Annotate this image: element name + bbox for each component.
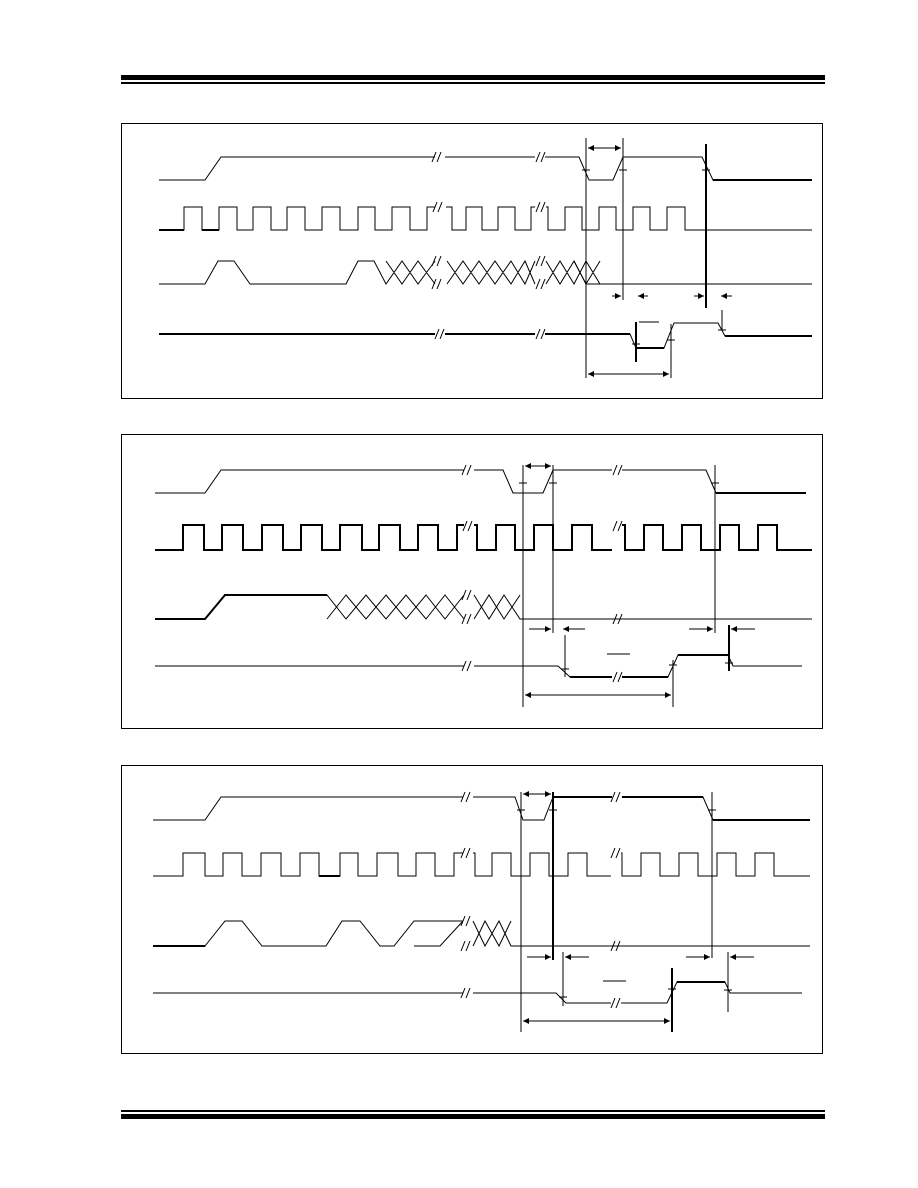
break-icon [610,847,621,859]
break-icon [535,201,546,213]
arrowhead [588,145,594,151]
signal-3-data [155,594,812,620]
arrowhead [545,463,551,469]
signal-1-waveform [153,796,810,821]
arrowhead [698,293,704,299]
signal-3-data-thick [155,594,327,620]
arrowhead [525,463,531,469]
signal-3-data [153,919,810,948]
footer-rule-thick [121,1114,825,1119]
signal-4-thick [159,333,812,349]
arrowhead [731,626,737,632]
break-icon [460,791,471,803]
footer-rule-thin [121,1110,825,1112]
timing-diagram-1 [121,123,823,399]
signal-4-output [159,322,812,349]
break-icon [612,464,623,476]
break-icon [535,255,546,267]
arrowhead [615,293,621,299]
arrowhead [665,692,671,698]
signal-3-data [159,259,812,286]
arrowhead [721,293,727,299]
break-icon [461,464,472,476]
break-icon [460,940,471,952]
break-icon [461,660,472,672]
break-icon [460,987,471,999]
timing-diagram-3 [121,765,823,1054]
signal-1-waveform [155,469,806,494]
arrowhead [565,954,571,960]
break-icon [460,915,471,927]
break-icon [612,520,623,532]
break-icon [535,151,546,163]
arrowhead [730,954,736,960]
arrowhead [563,626,569,632]
timing-diagram-2 [121,434,823,729]
signal-4-output [153,981,802,1004]
signal-4-thick [570,654,728,678]
break-icon [612,671,623,683]
arrowhead [638,293,644,299]
arrowhead [663,371,669,377]
arrowhead [523,791,529,797]
timing-diagram-2-svg [155,463,812,707]
signal-2-clock [153,852,810,877]
break-icon [431,278,442,290]
arrowhead [523,1018,529,1024]
header-rule-thick [121,75,825,80]
signal-1-thick [553,796,810,821]
tick-marks [519,482,733,670]
header-rule-thin [121,82,825,84]
signal-1-waveform [159,156,812,181]
break-icon [432,201,443,213]
break-icon [462,520,473,532]
break-icon [434,328,445,340]
break-icon [610,997,621,1009]
break-icon [535,328,546,340]
break-icon [431,151,442,163]
arrowhead [588,371,594,377]
signal-4-output [155,654,802,678]
signal-3-data-end [573,260,587,285]
arrowhead [545,791,551,797]
break-icon [610,940,621,952]
break-icon [610,791,621,803]
break-icon [535,278,546,290]
break-icon [461,613,472,625]
break-icon [461,589,472,601]
timing-diagram-1-svg [159,138,812,378]
break-icon [460,847,471,859]
timing-diagram-3-svg [153,791,810,1032]
arrowhead [525,692,531,698]
break-icon [431,255,442,267]
break-icon [612,613,623,625]
arrowhead [664,1018,670,1024]
tick-marks [517,809,732,998]
arrowhead [707,626,713,632]
arrowhead [615,145,621,151]
arrowhead [545,626,551,632]
arrowhead [704,954,710,960]
tick-marks [582,169,726,345]
signal-2-clock [155,524,812,551]
signal-2-clock [159,206,812,231]
arrowhead [545,954,551,960]
